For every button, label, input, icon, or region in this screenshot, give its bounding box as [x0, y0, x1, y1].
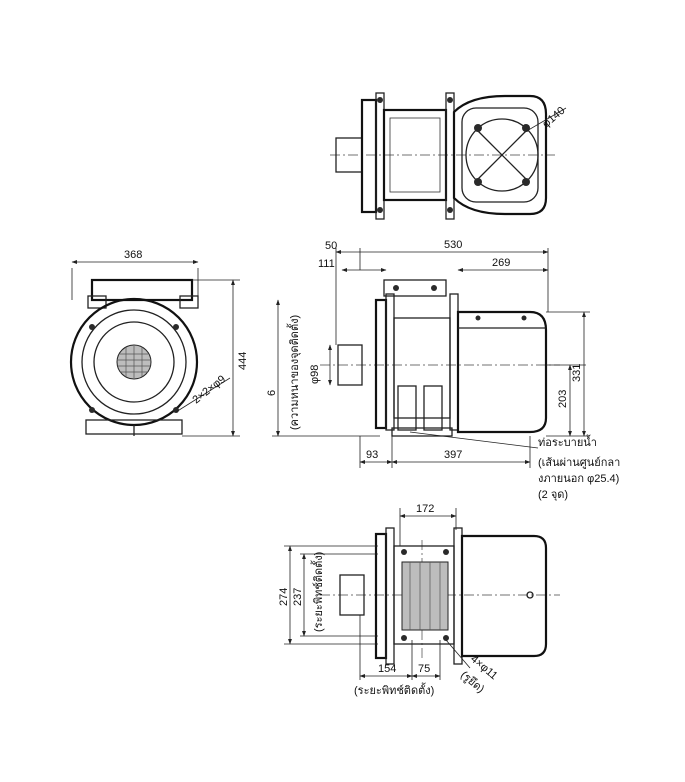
drain-label: ท่อระบายน้ำ	[538, 434, 597, 449]
dim-6: 6	[266, 390, 278, 396]
dim-172: 172	[416, 503, 434, 515]
dim-203: 203	[557, 390, 569, 408]
front-view: 368 444 2×2×φ9	[69, 249, 249, 437]
side-view: 50 530 111 269 φ98 6 (ความหนาของจุดติดตั…	[266, 239, 620, 501]
dim-154: 154	[378, 663, 396, 675]
drain-note-1: (เส้นผ่านศูนย์กลา	[538, 456, 620, 469]
dim-50: 50	[325, 240, 337, 252]
dim-237: 237	[292, 588, 304, 606]
dim-269: 269	[492, 257, 510, 269]
bottom-view: 172 274 237 (ระยะพิทช์ติดตั้ง) 154 75 4×…	[278, 503, 560, 697]
top-view: φ140	[330, 92, 567, 220]
dim-397: 397	[444, 449, 462, 461]
dim-237-note: (ระยะพิทช์ติดตั้ง)	[310, 552, 325, 632]
drain-note-3: (2 จุด)	[538, 489, 568, 501]
drain-note-2: งภายนอก φ25.4)	[538, 473, 619, 485]
dim-111: 111	[318, 258, 335, 270]
dim-height: 444	[237, 352, 249, 370]
dim-274: 274	[278, 588, 290, 606]
dim-331: 331	[571, 364, 583, 382]
dim-93: 93	[366, 449, 378, 461]
dim-holes: 2×2×φ9	[190, 373, 228, 406]
dim-width: 368	[124, 249, 142, 261]
pitch-note: (ระยะพิทช์ติดตั้ง)	[354, 682, 434, 697]
dim-98: φ98	[309, 365, 321, 384]
dim-pipe-dia: φ140	[540, 105, 567, 131]
dim-530: 530	[444, 239, 462, 251]
dim-6-note: (ความหนาของจุดติดตั้ง)	[286, 315, 301, 430]
dim-75: 75	[418, 663, 430, 675]
